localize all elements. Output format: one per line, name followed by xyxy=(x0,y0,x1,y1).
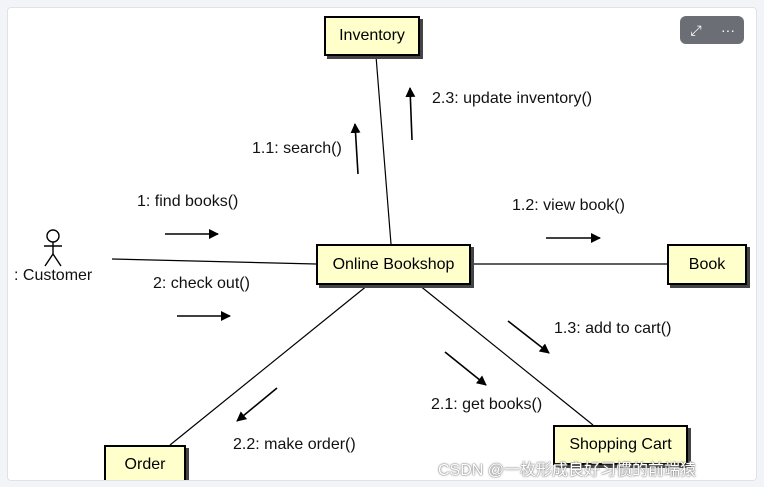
msg-update-inventory: 2.3: update inventory() xyxy=(432,90,593,107)
node-inventory: Inventory xyxy=(324,16,420,56)
msg-make-order: 2.2: make order() xyxy=(233,436,356,453)
arrow-make-order xyxy=(236,387,278,422)
node-online-bookshop: Online Bookshop xyxy=(316,244,471,285)
msg-check-out: 2: check out() xyxy=(153,275,250,292)
msg-get-books: 2.1: get books() xyxy=(431,396,543,413)
link-customer-bookshop xyxy=(111,258,317,265)
link-bookshop-cart xyxy=(418,284,594,426)
more-icon[interactable]: ··· xyxy=(721,22,735,38)
watermark: CSDN @一枚形成良好习惯的前端猿 xyxy=(438,462,697,479)
link-bookshop-order xyxy=(169,284,369,446)
arrow-update-inventory xyxy=(405,87,416,141)
customer-label: : Customer xyxy=(14,267,93,284)
arrow-get-books xyxy=(444,351,487,386)
node-order: Order xyxy=(104,445,186,480)
node-book: Book xyxy=(667,244,747,285)
diagram-links xyxy=(44,55,667,446)
msg-search: 1.1: search() xyxy=(252,140,342,157)
arrow-search xyxy=(350,123,361,175)
link-inventory-bookshop xyxy=(375,55,392,245)
node-shopping-cart: Shopping Cart xyxy=(553,425,688,465)
msg-find-books: 1: find books() xyxy=(137,193,239,210)
arrow-add-to-cart xyxy=(507,320,550,354)
msg-view-book: 1.2: view book() xyxy=(512,197,625,214)
image-toolbar: ⤢ ··· xyxy=(680,16,744,44)
expand-icon[interactable]: ⤢ xyxy=(690,21,702,38)
msg-add-to-cart: 1.3: add to cart() xyxy=(554,320,672,337)
customer-actor-icon xyxy=(44,229,62,267)
diagram-frame: Inventory Online Bookshop Book Order Sho… xyxy=(7,7,757,481)
